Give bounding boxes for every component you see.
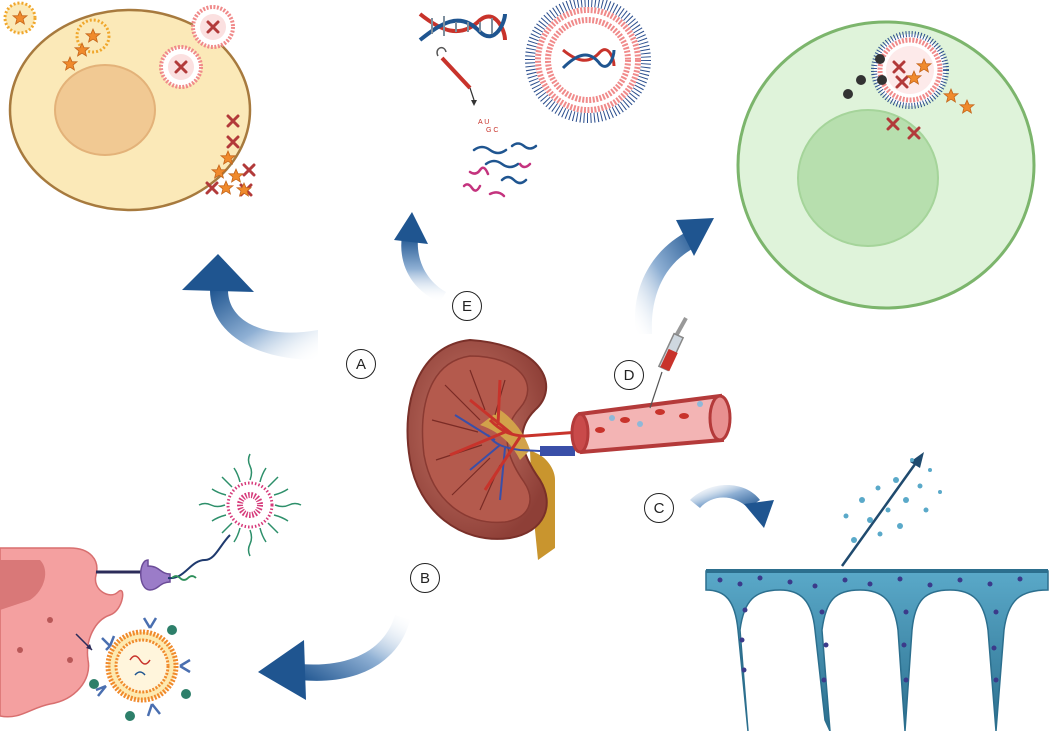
microneedle-patch bbox=[705, 569, 1049, 731]
liposome-dna-icon bbox=[525, 0, 651, 123]
blood-vessel-icon bbox=[570, 393, 732, 455]
curved-arrow-icon bbox=[634, 218, 714, 334]
label-c: C bbox=[644, 493, 674, 523]
syringe-icon bbox=[649, 317, 688, 409]
cell-green bbox=[736, 20, 1036, 310]
targeted-liposome-icon bbox=[75, 617, 191, 721]
receptor-ligand-icon bbox=[96, 534, 231, 591]
nanoparticle-icon bbox=[843, 54, 887, 99]
curved-arrow-icon bbox=[690, 485, 774, 528]
label-a: A bbox=[346, 349, 376, 379]
drug-release-arrow-icon bbox=[840, 452, 942, 567]
dna-icon bbox=[418, 12, 507, 42]
svg-text:G C: G C bbox=[486, 127, 498, 134]
label-e: E bbox=[452, 291, 482, 321]
tissue-icon bbox=[0, 547, 124, 718]
curved-arrow-icon bbox=[394, 212, 446, 302]
liposome-icon bbox=[191, 5, 235, 49]
rna-strand-icon: A U G C bbox=[436, 46, 498, 134]
micelle-icon bbox=[198, 453, 302, 557]
liposome-icon bbox=[871, 31, 949, 109]
antibody-icon bbox=[95, 617, 191, 717]
sirna-fragments-icon bbox=[462, 142, 538, 198]
liposome-icon bbox=[3, 1, 37, 35]
curved-arrow-icon bbox=[258, 615, 410, 700]
curved-arrow-icon bbox=[182, 254, 318, 360]
label-b: B bbox=[410, 563, 440, 593]
label-d: D bbox=[614, 360, 644, 390]
svg-text:A U: A U bbox=[478, 119, 489, 126]
liposome-icon bbox=[159, 45, 203, 89]
kidney-icon bbox=[406, 338, 581, 560]
liposome-icon bbox=[75, 18, 111, 54]
